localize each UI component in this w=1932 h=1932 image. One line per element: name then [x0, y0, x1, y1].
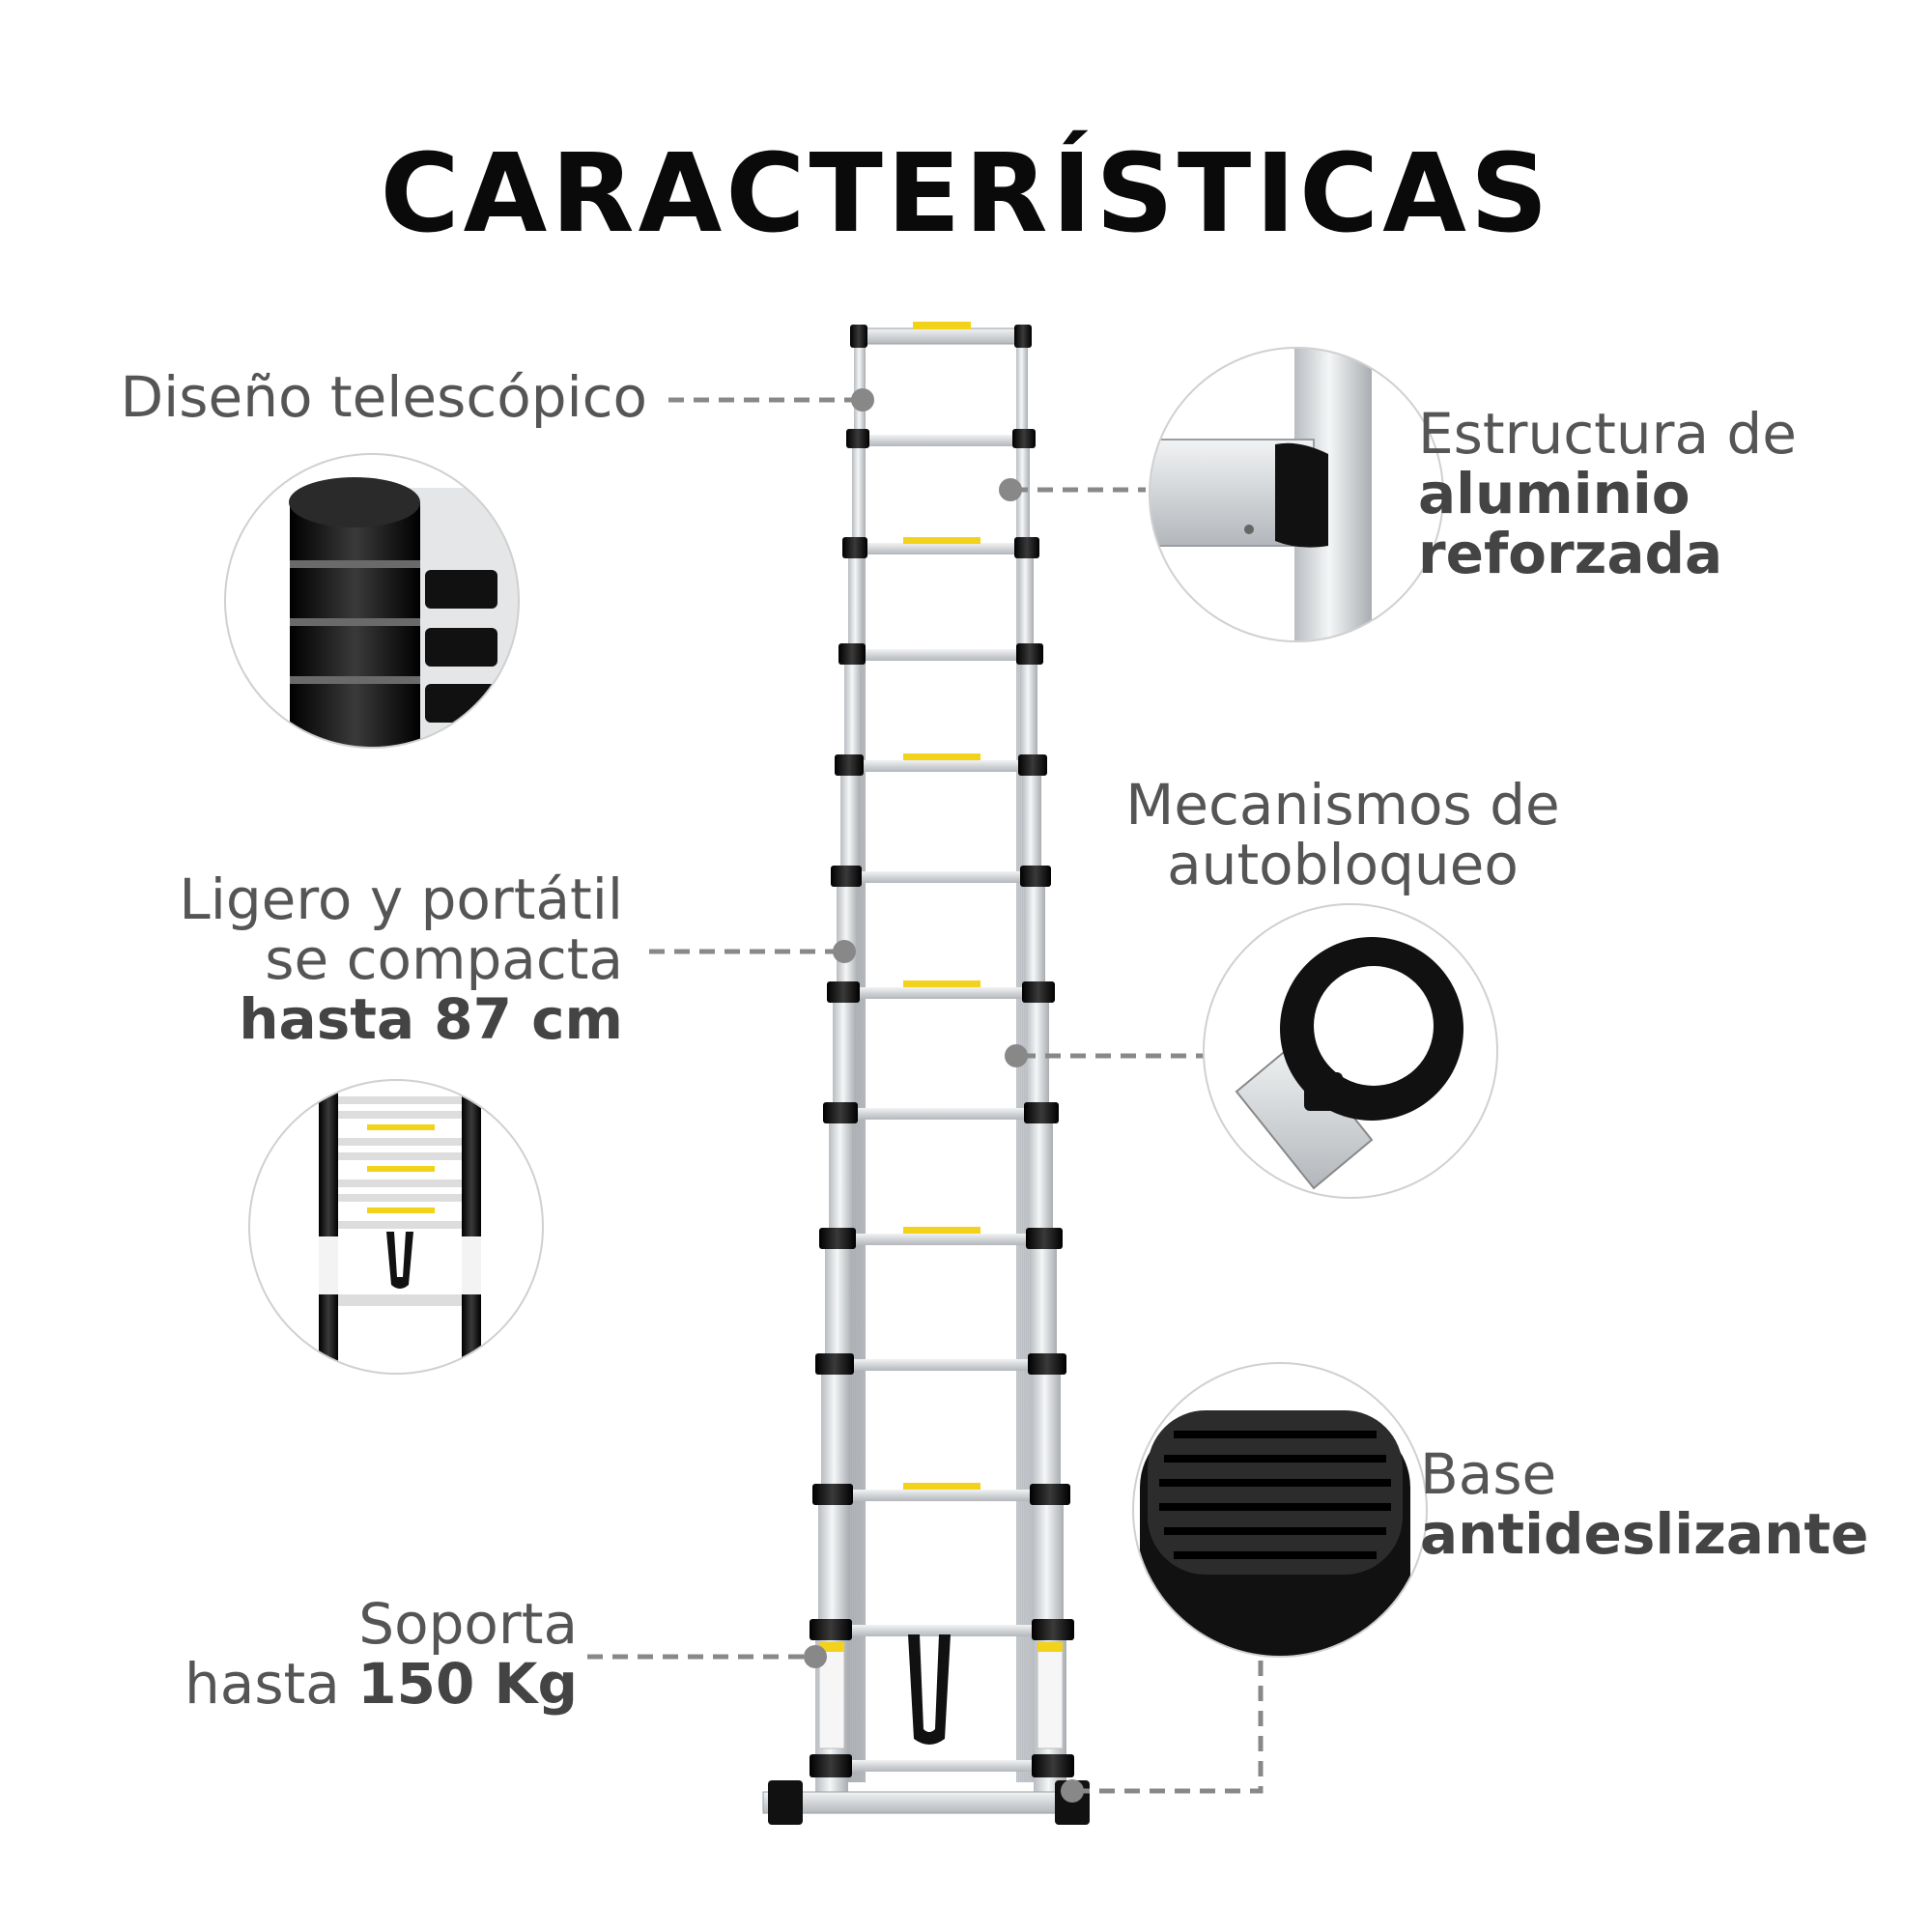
- label-telescopic-text: Diseño telescópico: [120, 364, 647, 430]
- detail-aluminum: [1149, 347, 1444, 642]
- label-aluminum-line1: Estructura de: [1418, 401, 1797, 467]
- label-autolock: Mecanismos de autobloqueo: [1111, 775, 1575, 895]
- label-capacity-weight: 150 Kg: [357, 1651, 578, 1717]
- connectors: [587, 397, 1264, 1794]
- label-base-line1: Base: [1420, 1441, 1557, 1507]
- label-aluminum-line3: reforzada: [1418, 521, 1723, 586]
- label-aluminum: Estructura de aluminio reforzada: [1418, 404, 1797, 583]
- ladder-rungs: [810, 322, 1074, 1777]
- ladder-warning-labels: [818, 1641, 1064, 1749]
- label-base-line2: antideslizante: [1420, 1501, 1869, 1567]
- label-portable-line3: hasta 87 cm: [239, 986, 623, 1052]
- label-portable: Ligero y portátil se compacta hasta 87 c…: [179, 869, 623, 1049]
- detail-compact: [248, 1079, 544, 1375]
- ladder: [762, 322, 1090, 1825]
- label-portable-line1: Ligero y portátil: [179, 867, 623, 932]
- connector-dots: [804, 388, 1084, 1803]
- detail-telescopic: [224, 453, 520, 749]
- label-base: Base antideslizante: [1420, 1444, 1868, 1564]
- label-capacity-line1: Soporta: [358, 1591, 578, 1657]
- label-telescopic: Diseño telescópico: [121, 367, 647, 427]
- label-autolock-line2: autobloqueo: [1167, 832, 1519, 897]
- detail-autolock: [1203, 903, 1498, 1199]
- label-portable-line2: se compacta: [265, 926, 623, 992]
- ladder-strap: [908, 1634, 951, 1745]
- detail-base: [1132, 1362, 1428, 1658]
- label-capacity: Soporta hasta 150 Kg: [185, 1594, 578, 1714]
- label-aluminum-line2: aluminio: [1418, 461, 1690, 526]
- label-autolock-line1: Mecanismos de: [1125, 772, 1560, 838]
- label-capacity-line2: hasta: [185, 1651, 358, 1717]
- page-title: CARACTERÍSTICAS: [380, 131, 1552, 257]
